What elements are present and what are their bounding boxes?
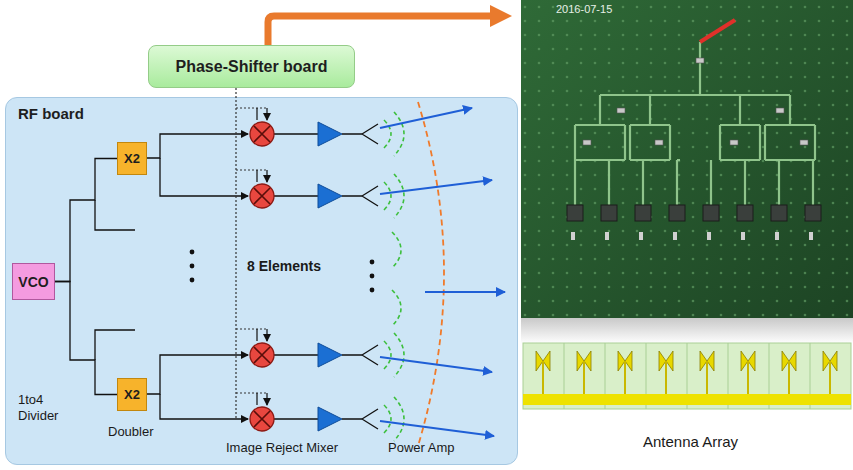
node-text: X2 (124, 151, 140, 166)
doubler-box: X2 (117, 378, 147, 411)
node-text: Phase-Shifter board (175, 58, 327, 76)
board-panel: RF boardVCOX2X2 (5, 97, 518, 465)
array-caption: Antenna Array (643, 433, 738, 450)
doubler-label: Doubler (108, 424, 154, 439)
divider-label: 1to4 Divider (18, 392, 68, 424)
mixer-label: Image Reject Mixer (226, 440, 338, 455)
amp-label: Power Amp (388, 440, 454, 455)
node-text: X2 (124, 387, 140, 402)
node-text: VCO (18, 274, 48, 290)
board-date: 2016-07-15 (556, 3, 612, 15)
divider-line (55, 282, 117, 395)
node-text: RF board (18, 105, 84, 122)
oscillator-box: VCO (12, 263, 55, 300)
element-count: 8 Elements (247, 258, 321, 274)
divider-line (55, 159, 117, 282)
doubler-box: X2 (117, 142, 147, 175)
board-box: Phase-Shifter board (148, 45, 355, 88)
